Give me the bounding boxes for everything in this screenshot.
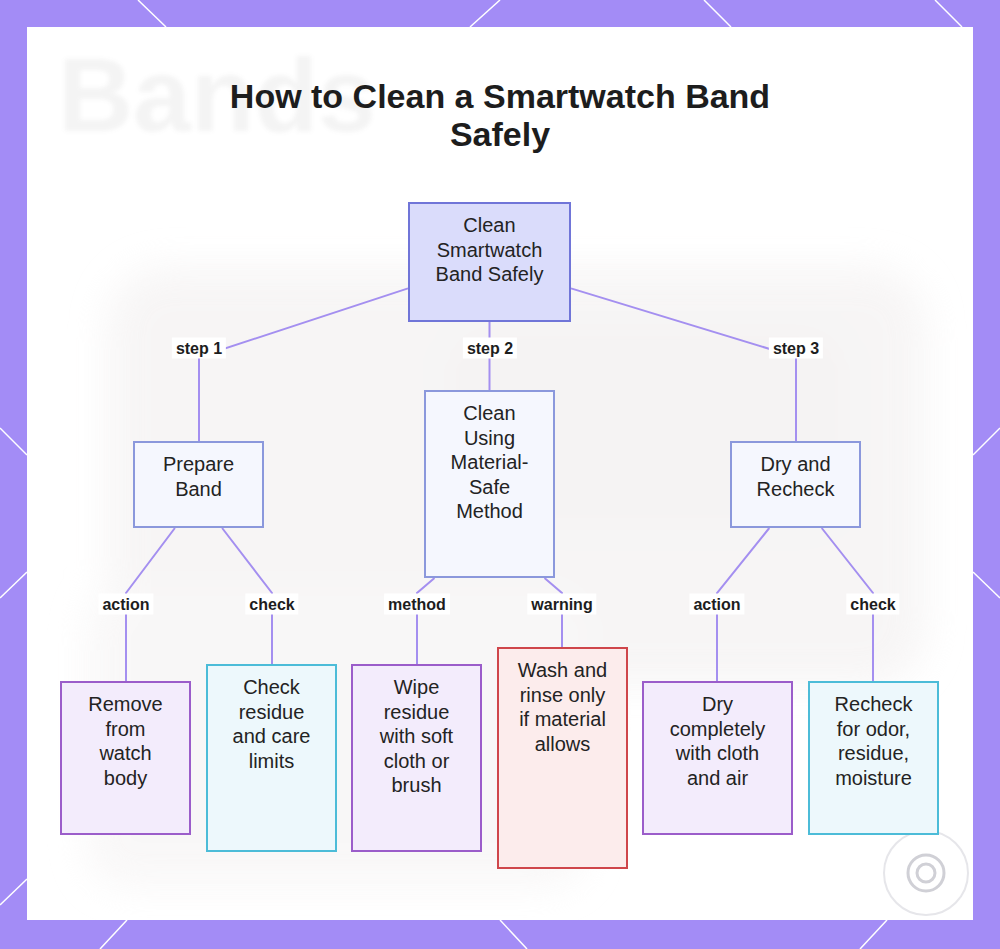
node-text: Wash and rinse only if material allows (517, 658, 608, 756)
node-text: Dry completely with cloth and air (662, 692, 773, 790)
node-text: Recheck for odor, residue, moisture (828, 692, 919, 790)
step-box: Dry and Recheck (730, 441, 861, 528)
edge-label: check (245, 594, 298, 615)
action-box: Remove from watch body (60, 681, 191, 835)
step-box: Clean Using Material-Safe Method (424, 390, 555, 578)
connector-line (417, 578, 435, 664)
root-box: Clean Smartwatch Band Safely (408, 202, 571, 322)
node-text: Clean Using Material-Safe Method (444, 401, 535, 524)
diagram-title: How to Clean a Smartwatch Band Safely (200, 77, 800, 153)
edge-label: check (846, 594, 899, 615)
node-text: Wipe residue with soft cloth or brush (371, 675, 462, 798)
step-box: Prepare Band (133, 441, 264, 528)
connector-line (199, 288, 408, 441)
action-box: Dry completely with cloth and air (642, 681, 793, 835)
check-box: Recheck for odor, residue, moisture (808, 681, 939, 835)
edge-label: step 2 (463, 338, 517, 359)
check-box: Check residue and care limits (206, 664, 337, 852)
node-text: Prepare Band (153, 452, 244, 501)
node-text: Clean Smartwatch Band Safely (428, 213, 551, 287)
node-text: Dry and Recheck (750, 452, 841, 501)
node-text: Remove from watch body (80, 692, 171, 790)
connector-line (571, 288, 796, 441)
edge-label: action (689, 594, 744, 615)
edge-label: method (384, 594, 450, 615)
method-box: Wipe residue with soft cloth or brush (351, 664, 482, 852)
edge-label: step 3 (769, 338, 823, 359)
logo-mark (884, 831, 968, 915)
edge-label: action (98, 594, 153, 615)
edge-label: warning (527, 594, 596, 615)
warning-box: Wash and rinse only if material allows (497, 647, 628, 869)
node-text: Check residue and care limits (226, 675, 317, 773)
edge-label: step 1 (172, 338, 226, 359)
